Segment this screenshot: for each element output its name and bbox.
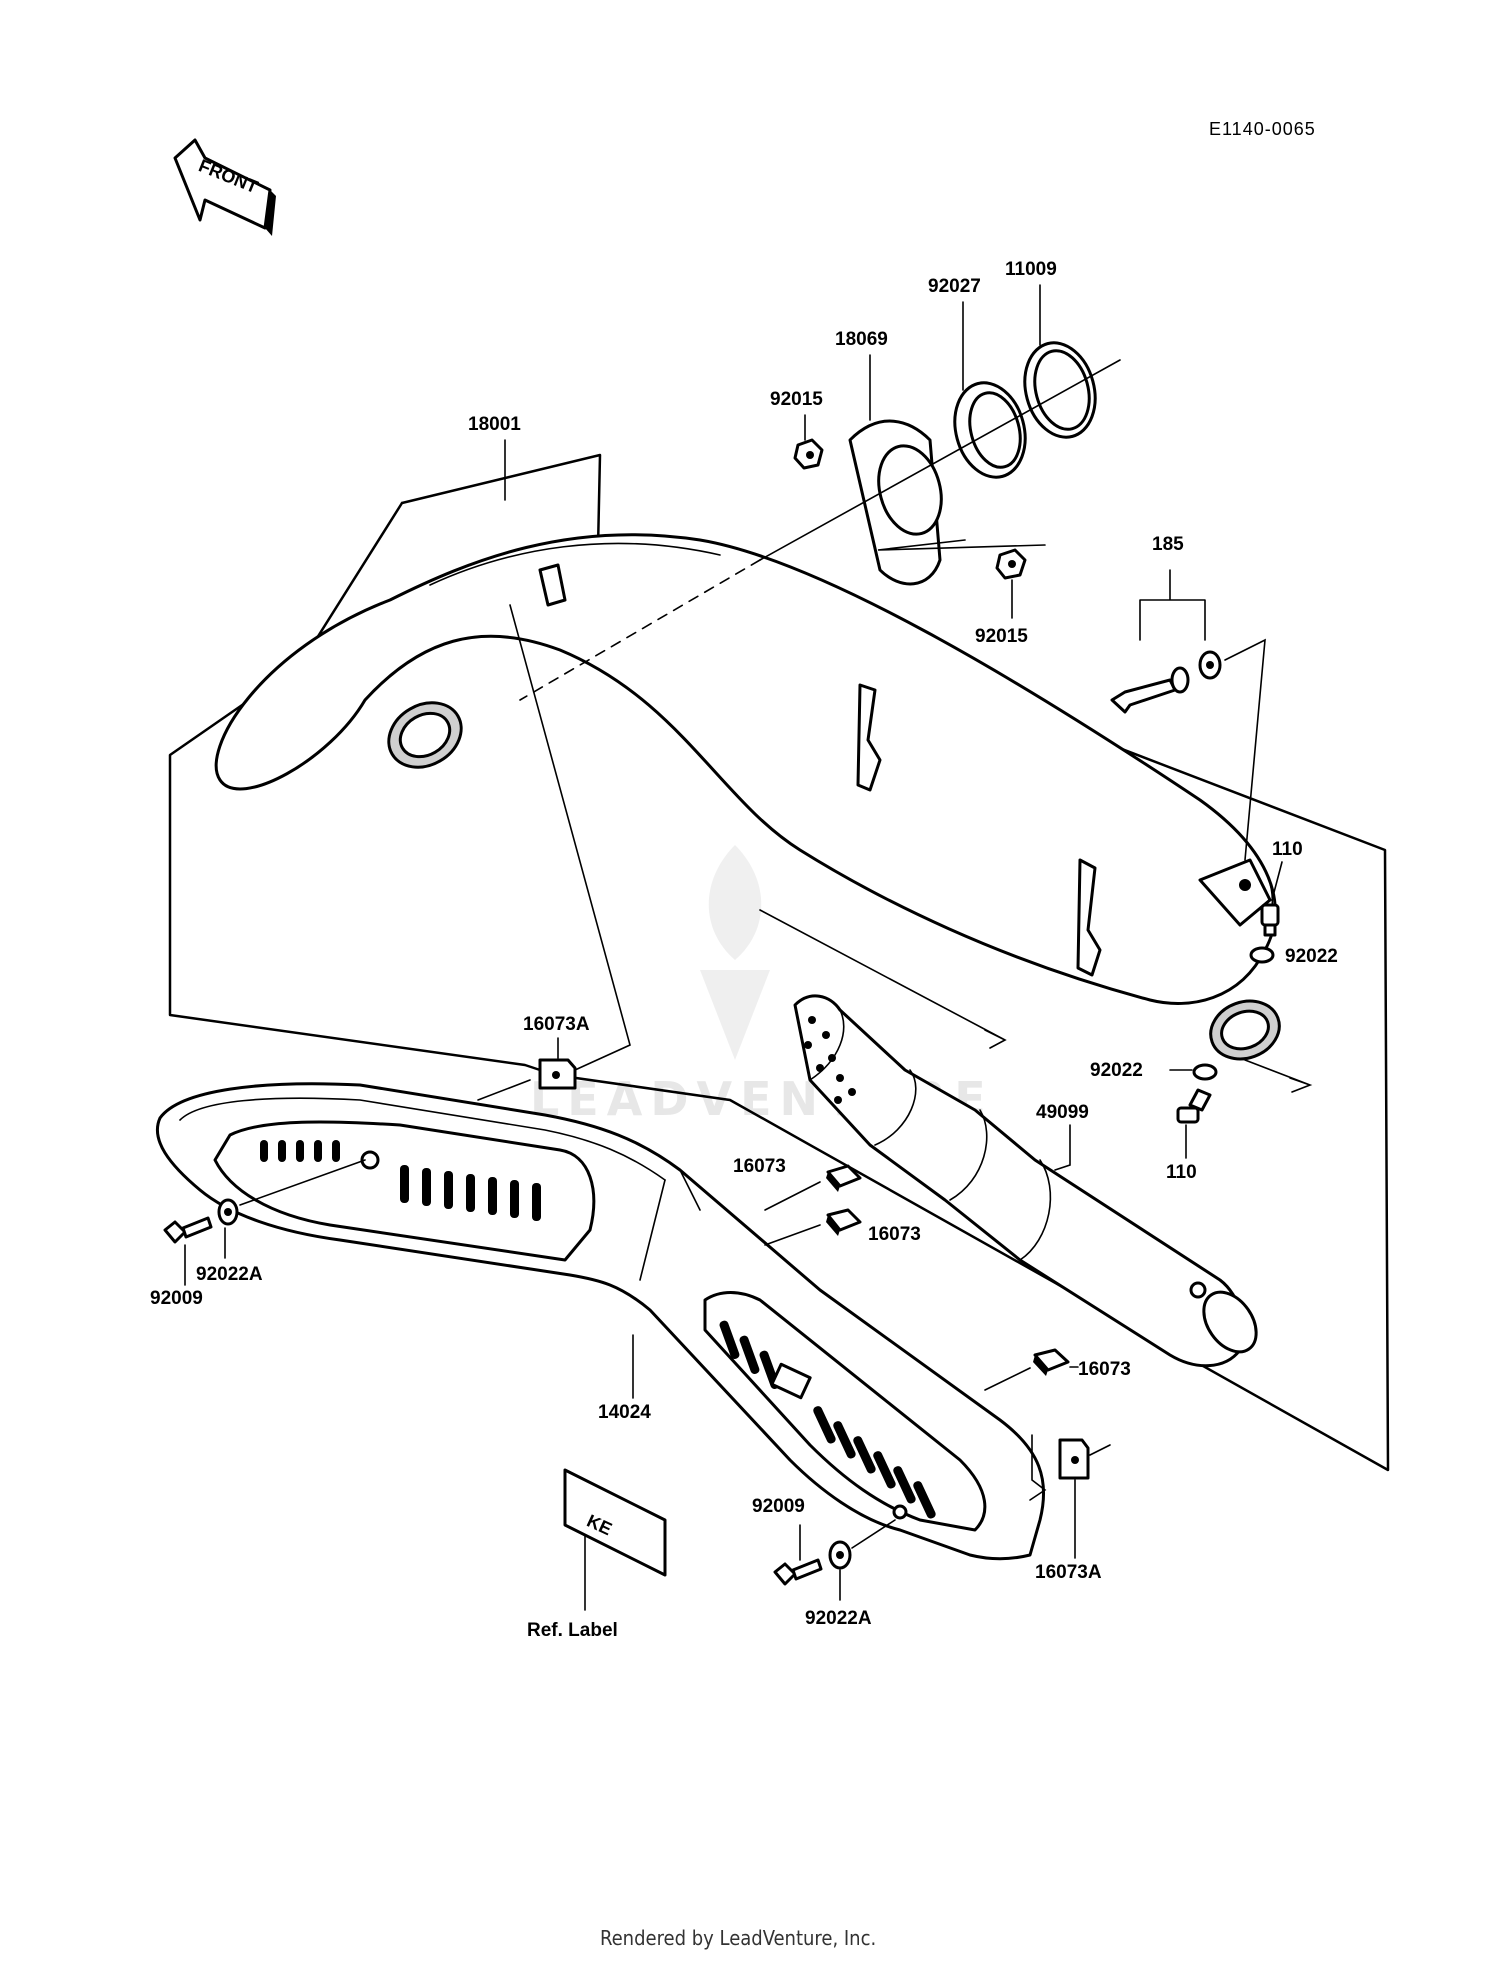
- bolt-upper: [1260, 903, 1280, 937]
- label-92009-left: 92009: [150, 1288, 203, 1309]
- screw-left: [163, 1216, 213, 1244]
- label-16073-a: 16073: [733, 1156, 786, 1177]
- leader-clips-ab: [764, 1181, 821, 1246]
- damper-clip-lower-right: [1058, 1438, 1090, 1480]
- washer-lower: [1192, 1063, 1218, 1081]
- bolt-lower: [1176, 1088, 1212, 1124]
- label-16073-c: 16073: [1078, 1359, 1131, 1380]
- leader-gasket-dashed: [519, 559, 761, 701]
- screw-right: [773, 1558, 823, 1586]
- label-92022-lower: 92022: [1090, 1060, 1143, 1081]
- label-110-lower: 110: [1166, 1162, 1197, 1183]
- label-110-upper: 110: [1272, 839, 1303, 860]
- nut-lower: [995, 548, 1027, 580]
- label-92015-lower: 92015: [975, 626, 1028, 647]
- label-16073A-upper: 16073A: [523, 1014, 590, 1035]
- part-labels: 18001 18069 92027 11009 92015 92015 185 …: [150, 259, 1338, 1641]
- label-18069: 18069: [835, 329, 888, 350]
- label-16073-b: 16073: [868, 1224, 921, 1245]
- damper-clip-c: [1033, 1348, 1070, 1376]
- leader-screw-left: [184, 1159, 366, 1286]
- leader-185: [1139, 569, 1266, 861]
- assembly-outline-exhaust: [168, 453, 1390, 1472]
- label-92022-upper: 92022: [1285, 946, 1338, 967]
- label-92015-upper: 92015: [770, 389, 823, 410]
- washer-right: [828, 1540, 852, 1570]
- diagram-code: E1140-0065: [1209, 119, 1316, 139]
- label-92022A-left: 92022A: [196, 1264, 263, 1285]
- label-11009: 11009: [1005, 259, 1057, 280]
- label-92022A-right: 92022A: [805, 1608, 872, 1629]
- gasket: [848, 419, 943, 586]
- nut-upper: [793, 438, 824, 470]
- bolt-washer-set: [1110, 650, 1222, 714]
- arrow-core-insert: [759, 909, 1007, 1049]
- damper-clip-b: [826, 1208, 862, 1236]
- label-92009-right: 92009: [752, 1496, 805, 1517]
- leader-nut-pair: [877, 539, 1046, 619]
- leader-gasket-axis: [759, 359, 1121, 561]
- exhaust-ring: [953, 381, 1027, 479]
- label-92027: 92027: [928, 276, 981, 297]
- label-185: 185: [1152, 534, 1184, 555]
- leader-screw-right: [799, 1519, 896, 1601]
- label-14024: 14024: [598, 1402, 651, 1423]
- leader-clip-upper-left: [477, 604, 631, 1101]
- arrow-exit: [1244, 1059, 1313, 1093]
- damper-clip-upper-left: [538, 1058, 577, 1090]
- front-arrow-icon: FRONT: [173, 138, 276, 236]
- damper-clip-a: [826, 1164, 862, 1192]
- label-49099: 49099: [1036, 1102, 1089, 1123]
- exhaust-seal-ring: [1023, 341, 1097, 439]
- leader-110-upper: [1271, 861, 1283, 901]
- label-ref-label: Ref. Label: [527, 1620, 618, 1641]
- silencer-core: [793, 994, 1258, 1368]
- label-18001: 18001: [468, 414, 521, 435]
- washer-upper: [1249, 946, 1275, 964]
- washer-left: [217, 1198, 239, 1226]
- label-16073A-lower: 16073A: [1035, 1562, 1102, 1583]
- heat-guard: [155, 1082, 1046, 1561]
- credit-text: Rendered by LeadVenture, Inc.: [600, 1926, 876, 1950]
- exhaust-pipe: [214, 533, 1281, 1061]
- leader-clip-c: [984, 1367, 1031, 1391]
- ref-label-plate: KE: [563, 1468, 667, 1577]
- leader-clip-lower-right: [1029, 1434, 1111, 1501]
- leader-49099: [1054, 1124, 1071, 1171]
